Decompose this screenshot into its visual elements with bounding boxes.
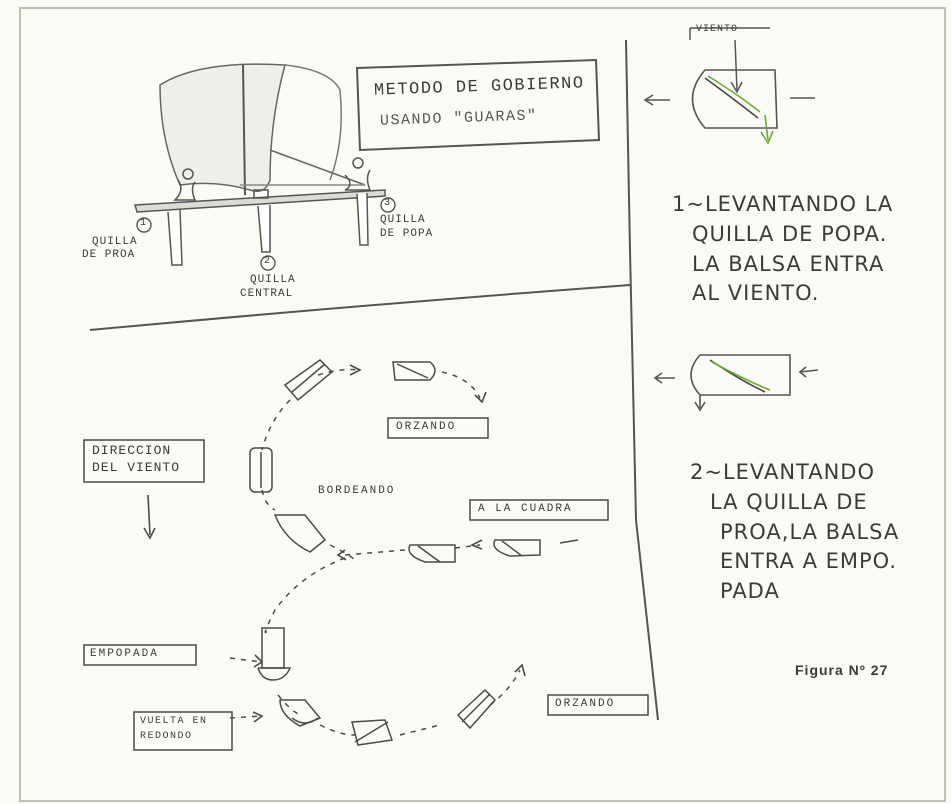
wind-direction-label-1: DIRECCION: [92, 443, 172, 458]
boat-turning: [273, 514, 327, 553]
keel-popa-marker: [380, 197, 396, 213]
orzando-top-label: ORZANDO: [396, 421, 457, 433]
maneuver-boats: [249, 359, 541, 746]
orzando-bottom-label: ORZANDO: [555, 698, 616, 710]
boat-orzando-1: [283, 359, 334, 402]
horizontal-divider: [89, 284, 631, 331]
box-empopada: [83, 644, 197, 666]
step-1-line-2: QUILLA DE POPA.: [692, 221, 888, 246]
raft-plan-2: [653, 354, 819, 412]
step-2-line-3: PROA,LA BALSA: [720, 519, 900, 544]
boat-cuadra-1: [408, 544, 456, 563]
empopada-label: EMPOPADA: [90, 648, 159, 660]
raft-illustration: [134, 63, 386, 266]
keel-proa-board: [167, 209, 183, 266]
keel-central-board: [257, 205, 271, 253]
vuelta-label-1: VUELTA EN: [140, 716, 208, 727]
figure-caption: Figura Nº 27: [795, 662, 889, 678]
step-2-line-4: ENTRA A EMPO.: [720, 549, 898, 574]
raft-mast: [242, 64, 246, 196]
vuelta-label-2: REDONDO: [140, 731, 193, 742]
step-1-line-4: AL VIENTO.: [692, 281, 820, 306]
keel-central-marker: [260, 255, 276, 271]
raft-deck: [134, 189, 386, 213]
keel-popa-label-1: QUILLA: [380, 214, 426, 226]
step-1-text: 1~LEVANTANDO LA QUILLA DE POPA. LA BALSA…: [672, 190, 893, 309]
step-2-text: 2~LEVANTANDO LA QUILLA DE PROA,LA BALSA …: [690, 458, 899, 607]
boat-bordeando: [249, 447, 273, 493]
boat-orzando-3: [456, 688, 497, 730]
figure-frame: [19, 7, 946, 802]
box-wind-direction: [83, 439, 205, 483]
step-1-line-3: LA BALSA ENTRA: [692, 251, 885, 276]
vertical-divider: [625, 39, 659, 721]
keel-central-number: 2: [264, 256, 271, 267]
step-2-line-5: PADA: [720, 579, 780, 604]
raft-plan-1: [643, 69, 815, 145]
keel-proa-label-1: QUILLA: [92, 236, 138, 248]
boat-empopada: [261, 627, 285, 669]
keel-proa-marker: [136, 217, 152, 233]
keel-central-label-2: CENTRAL: [240, 288, 294, 300]
box-orzando-bottom: [547, 694, 649, 716]
keel-popa-number: 3: [384, 198, 391, 209]
raft-sail: [159, 63, 286, 192]
boat-cuadra-2: [493, 539, 541, 557]
keel-popa-label-2: DE POPA: [380, 228, 434, 240]
box-orzando-top: [387, 417, 489, 439]
box-vuelta: [133, 711, 233, 751]
step-2-line-2: LA QUILLA DE: [710, 489, 868, 514]
step-1-line-1: 1~LEVANTANDO LA: [672, 192, 894, 216]
figure-proa-head: [182, 168, 194, 180]
wind-tag-label: VIENTO: [696, 24, 739, 35]
keel-proa-number: 1: [140, 218, 147, 229]
box-a-la-cuadra: [469, 499, 609, 521]
keel-popa-board: [356, 192, 369, 246]
bordeando-label: BORDEANDO: [318, 485, 396, 497]
wind-direction-label-2: DEL VIENTO: [92, 460, 181, 475]
boat-vuelta-2: [351, 719, 394, 746]
keel-central-label-1: QUILLA: [250, 274, 296, 286]
step-2-line-1: 2~LEVANTANDO: [690, 460, 875, 484]
title-box: [355, 58, 601, 152]
a-la-cuadra-label: A LA CUADRA: [478, 503, 573, 515]
keel-proa-label-2: DE PROA: [82, 249, 136, 261]
boat-orzando-2: [392, 361, 436, 381]
figure-popa-head: [352, 157, 364, 169]
maneuver-arrows: [143, 364, 579, 723]
